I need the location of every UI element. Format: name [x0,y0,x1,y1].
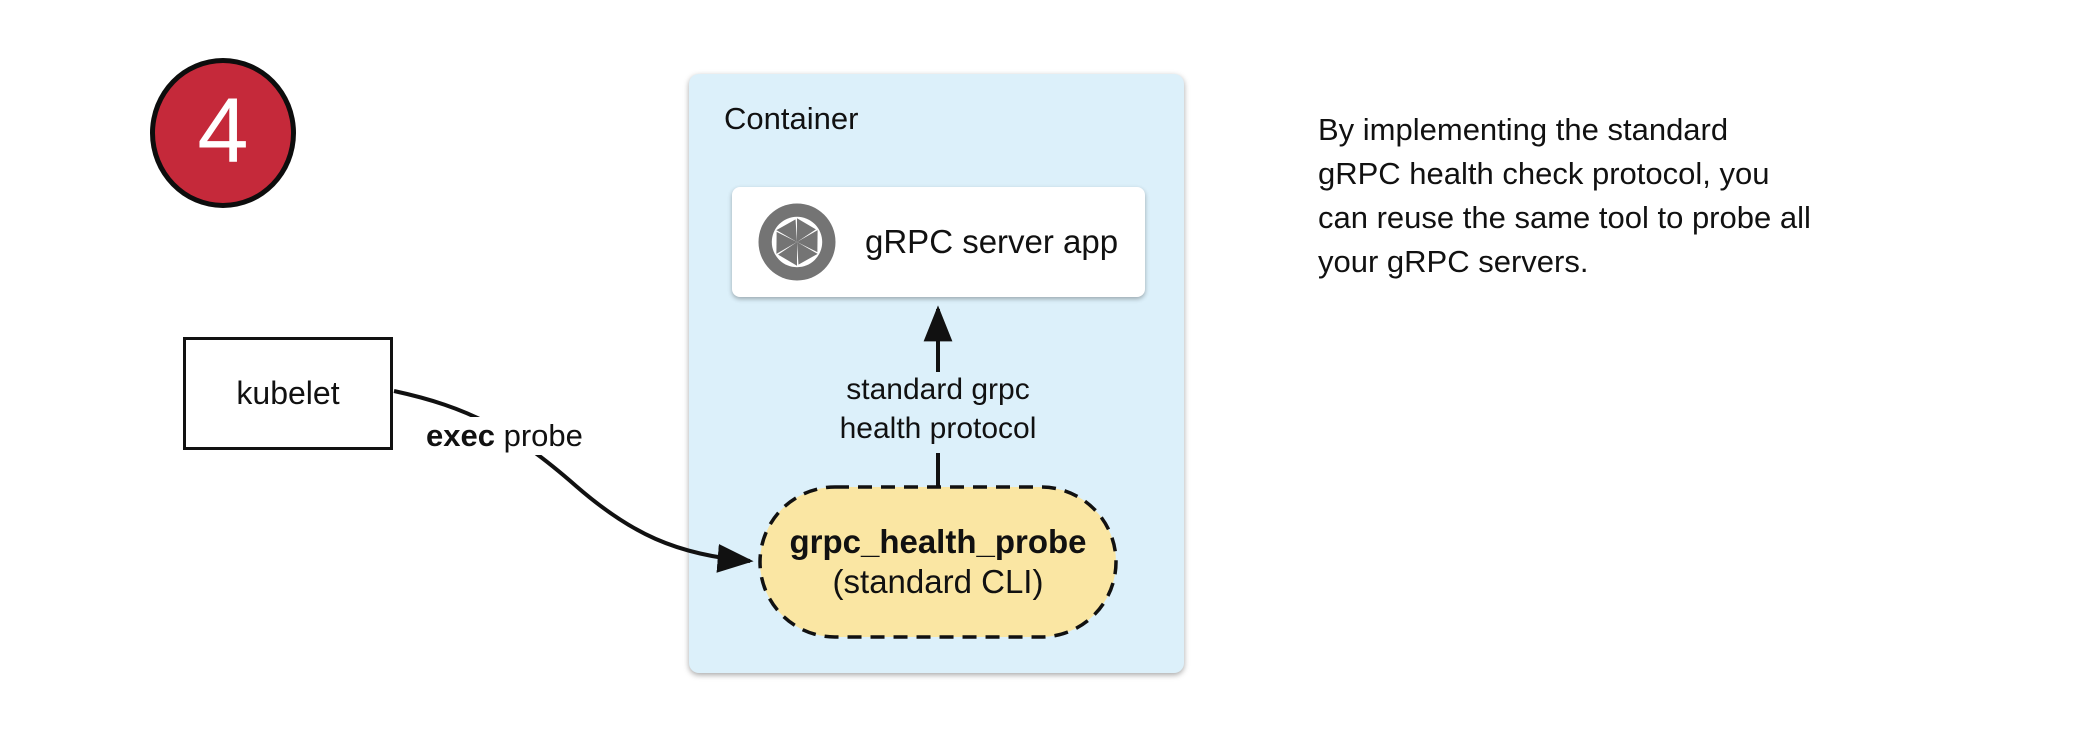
grpc-health-probe-title: grpc_health_probe [789,523,1087,560]
exec-probe-label: exec probe [421,417,588,455]
grpc-health-probe-shape [758,485,1118,639]
step-number: 4 [197,80,249,182]
exec-probe-label-rest: probe [494,418,583,453]
grpc-server-label: gRPC server app [865,223,1119,260]
health-protocol-label: standard grpc health protocol [839,373,1037,445]
exec-probe-arrow [393,389,754,573]
grpc-health-probe-node: grpc_health_probe (standard CLI) [760,487,1116,637]
step-badge: 4 [150,58,296,208]
grpc-health-probe-subtitle: (standard CLI) [832,563,1044,600]
kubelet-node: kubelet [183,337,393,450]
exec-probe-label-bold: exec [426,418,495,453]
grpc-server-node: gRPC server app [732,187,1145,297]
kubelet-label: kubelet [236,375,340,411]
caption-text: By implementing the standard gRPC health… [1318,112,1811,279]
container-label: Container [724,101,859,136]
aperture-icon [755,200,839,284]
